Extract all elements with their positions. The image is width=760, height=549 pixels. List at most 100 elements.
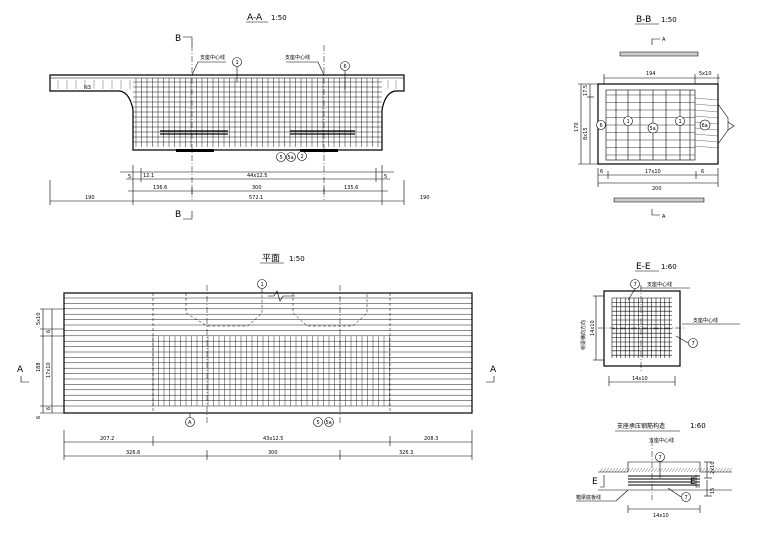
section-bb-bar-mark-5a	[647, 122, 659, 134]
bearing-detail-dim-right-0: 2x10	[710, 461, 716, 474]
svg-text:1: 1	[679, 119, 682, 125]
plan-rebar-grid	[64, 297, 472, 407]
section-ee-bar-mark-right	[688, 338, 698, 348]
section-ee-side-label: 桥梁横向方向	[580, 320, 587, 350]
section-aa-dim-mid-0: 136.6	[153, 185, 167, 191]
plan-scale: 1:50	[289, 255, 305, 263]
section-bb-dim-bot1-1: 17x10	[645, 169, 661, 175]
section-bb-dim-bot1-0: 6	[600, 169, 603, 175]
section-bb-dim-left-1: 17.5	[583, 85, 589, 96]
plan-view: 平面 1:50 1 A 5 5a A A	[17, 253, 497, 460]
section-aa-outline	[49, 74, 405, 151]
section-aa-cut-mark-bottom: B	[175, 210, 181, 220]
section-aa-bottom-bars	[160, 130, 355, 152]
plan-dim-left-5: 6	[36, 416, 42, 419]
plan-dim-left-2: 188	[36, 362, 42, 372]
bearing-detail-bars	[628, 475, 700, 486]
section-aa-support-label-right: 支座中心线	[285, 54, 310, 61]
plan-bar-mark-a	[185, 417, 195, 427]
svg-text:6: 6	[600, 123, 603, 129]
section-aa-dim-mid-1: 300	[252, 185, 262, 191]
plan-dim-left-0: 5x10	[36, 312, 42, 325]
plan-dim-left-4: 6	[46, 407, 52, 410]
svg-text:6a: 6a	[702, 123, 708, 129]
plan-bar-mark-5	[313, 417, 323, 427]
section-aa-dim-top-1: 12.1	[143, 173, 154, 179]
section-bb-cut-mark-bottom: A	[662, 214, 666, 220]
section-aa-cut-mark-top: B	[175, 34, 181, 44]
section-ee-dim-bottom: 14x10	[632, 376, 648, 382]
svg-text:7: 7	[634, 282, 637, 288]
bearing-detail-dimensions	[627, 461, 712, 513]
svg-text:1: 1	[627, 119, 630, 125]
section-aa-title: A-A	[247, 13, 263, 23]
section-bb-rebar-grid	[606, 90, 719, 160]
section-bb-bar-mark-1-left	[623, 116, 633, 126]
svg-text:7: 7	[659, 455, 662, 461]
section-bb-view: B-B 1:50 A A 6 1 5a 1 6a	[574, 15, 735, 220]
section-bb-dim-top-1: 5x10	[699, 71, 712, 77]
plan-bar-mark-5a	[324, 417, 334, 427]
plan-dim-row2-1: 300	[268, 450, 278, 456]
svg-text:1: 1	[236, 60, 239, 66]
svg-text:7: 7	[685, 495, 688, 501]
section-bb-dim-bot1-2: 6	[701, 169, 704, 175]
plan-dim-left-3: 17x10	[46, 362, 52, 378]
section-ee-outline	[603, 290, 681, 367]
plan-title: 平面	[262, 253, 280, 264]
section-aa-tag-n3: N3	[84, 85, 91, 91]
section-bb-dim-bot2-0: 200	[652, 186, 662, 192]
section-aa-dim-bot-1: 572.1	[249, 195, 263, 201]
plan-dim-row1-0: 207.2	[100, 436, 114, 442]
section-bb-hatch-top	[620, 52, 698, 56]
plan-bottom-dimensions	[63, 430, 473, 460]
section-aa-support-label-left: 支座中心线	[200, 54, 225, 61]
svg-text:5a: 5a	[650, 126, 656, 132]
section-ee-dim-left: 14x10	[590, 320, 596, 336]
section-bb-cut-mark-top: A	[662, 37, 666, 43]
section-aa-dim-bot-2: 190	[420, 195, 430, 201]
section-aa-dimensions	[49, 165, 405, 205]
section-bb-dim-left-2: 8x15	[583, 127, 589, 140]
section-aa-bar-mark-2	[297, 151, 307, 161]
svg-text:5a: 5a	[326, 420, 332, 426]
section-bb-title: B-B	[636, 15, 651, 25]
plan-dim-row2-2: 326.3	[399, 450, 413, 456]
svg-text:6: 6	[344, 64, 347, 70]
bearing-detail-title: 支座承压钢筋构造	[617, 422, 665, 430]
bearing-detail-base-label: 箱梁底板线	[576, 494, 601, 501]
plan-cut-mark-right: A	[490, 365, 497, 375]
plan-cut-mark-left: A	[17, 365, 24, 375]
section-bb-dim-left-0: 170	[574, 122, 580, 132]
section-bb-bar-mark-6	[596, 120, 606, 130]
svg-text:5: 5	[317, 420, 320, 426]
bearing-detail-bar-mark-bottom	[681, 492, 691, 502]
section-aa-dim-mid-2: 135.6	[344, 185, 358, 191]
section-bb-dim-top-0: 194	[646, 71, 656, 77]
svg-text:5: 5	[280, 155, 283, 161]
bearing-detail-cut-left: E	[592, 477, 598, 487]
svg-text:A: A	[188, 420, 192, 426]
section-aa-view: A-A 1:50 B B 支座中心线 支座中心线 N3	[49, 13, 430, 220]
section-aa-rebar-grid	[57, 78, 397, 147]
section-aa-bar-mark-5a	[286, 152, 296, 162]
plan-dim-row1-2: 208.3	[424, 436, 438, 442]
section-bb-hatch-bottom	[614, 198, 704, 202]
svg-text:2: 2	[301, 154, 304, 160]
bearing-detail-bar-mark-top	[655, 452, 665, 462]
section-bb-dimensions	[578, 74, 720, 187]
bearing-detail-cut-right: E	[690, 477, 696, 487]
section-aa-bar-mark-5	[276, 152, 286, 162]
svg-text:1: 1	[261, 282, 264, 288]
section-ee-dimensions	[593, 295, 676, 386]
section-aa-dim-bot-0: 190	[85, 195, 95, 201]
svg-text:5a: 5a	[288, 155, 294, 161]
svg-text:7: 7	[692, 341, 695, 347]
section-aa-bar-mark-6	[340, 61, 350, 71]
bearing-detail-hatch	[599, 467, 733, 473]
section-ee-scale: 1:60	[661, 263, 677, 271]
plan-bar-mark-1	[257, 279, 267, 289]
bearing-detail-support-label: 支座中心线	[649, 437, 674, 444]
